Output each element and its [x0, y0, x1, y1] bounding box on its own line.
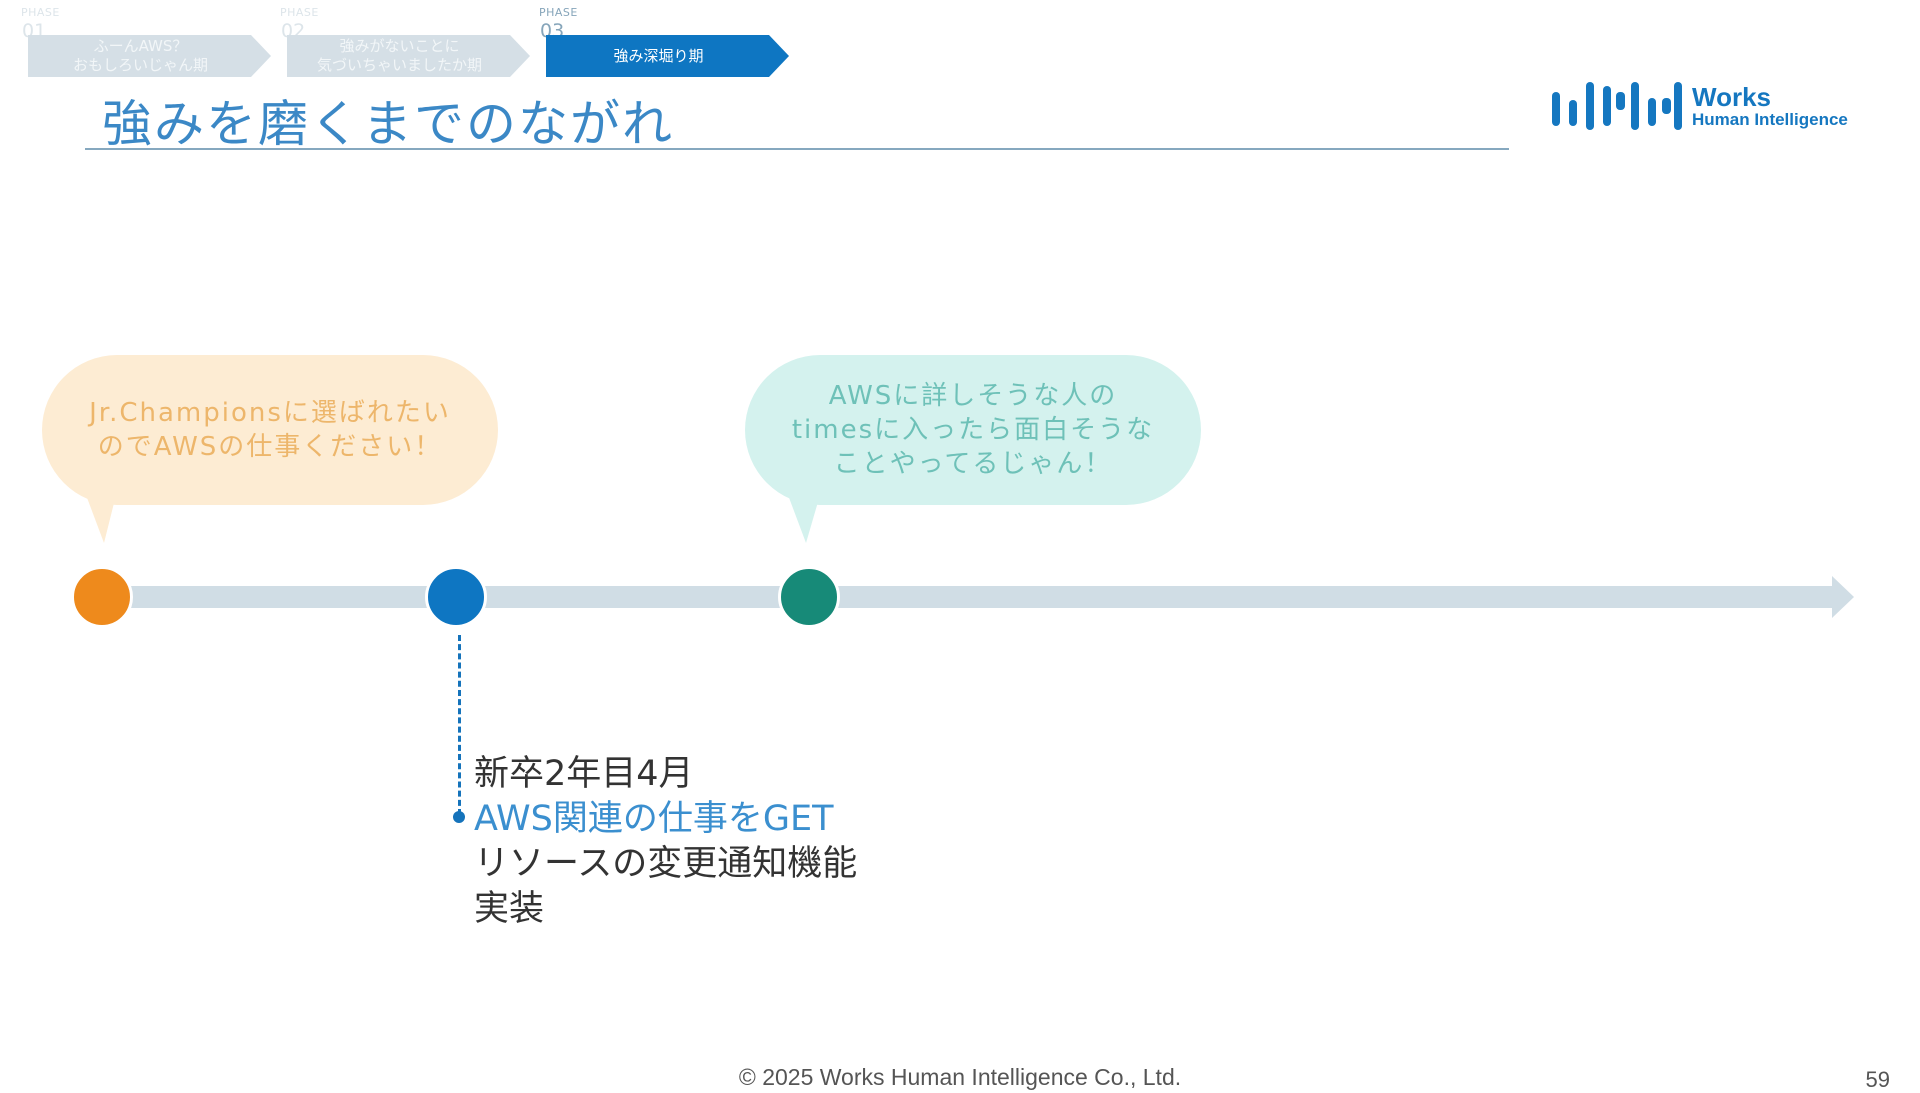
- timeline-arrowhead: [1832, 576, 1854, 618]
- phase-text-line2: 気づいちゃいましたか期: [316, 56, 482, 74]
- event-highlight: AWS関連の仕事をGET: [474, 799, 834, 839]
- phase-label: PHASE: [21, 6, 60, 19]
- logo-wordmark: Works: [1692, 82, 1771, 112]
- bubble-line: ことやってるじゃん！: [833, 449, 1113, 479]
- phase-chevron: ふーんAWS？ おもしろいじゃん期: [28, 35, 271, 77]
- phase-text-line1: 強みがないことに: [339, 37, 460, 55]
- phase-label: PHASE: [539, 6, 578, 19]
- page-number: 59: [1865, 1067, 1890, 1092]
- phase-text-line2: おもしろいじゃん期: [72, 56, 208, 74]
- event-detail-line: 実装: [474, 889, 545, 929]
- timeline-node-3: [778, 566, 840, 628]
- event-description: 新卒2年目4月 AWS関連の仕事をGET リソースの変更通知機能 実装: [474, 752, 857, 932]
- company-logo: Works Human Intelligence: [1552, 82, 1868, 134]
- bubble-line: AWSに詳しそうな人の: [828, 381, 1118, 411]
- event-date: 新卒2年目4月: [474, 754, 694, 794]
- bubble-line: のでAWSの仕事ください！: [97, 432, 443, 462]
- speech-bubble-1: Jr.Championsに選ばれたい のでAWSの仕事ください！: [42, 355, 498, 505]
- bubble-tail-1: [86, 495, 116, 543]
- bubble-line: Jr.Championsに選ばれたい: [89, 398, 451, 428]
- logo-bars-icon: [1552, 82, 1682, 130]
- phase-chevron: 強みがないことに 気づいちゃいましたか期: [287, 35, 530, 77]
- timeline-node-2: [425, 566, 487, 628]
- phase-label: PHASE: [280, 6, 319, 19]
- timeline-node-1: [71, 566, 133, 628]
- page-title: 強みを磨くまでのながれ: [102, 95, 674, 153]
- event-connector: [458, 635, 461, 815]
- phase-text-line1: ふーんAWS？: [93, 37, 188, 55]
- event-detail-line: リソースの変更通知機能: [474, 844, 858, 884]
- speech-bubble-2: AWSに詳しそうな人の timesに入ったら面白そうな ことやってるじゃん！: [745, 355, 1201, 505]
- timeline-bar: [115, 586, 1839, 608]
- phase-text-line1: 強み深堀り期: [613, 46, 704, 65]
- bubble-tail-2: [788, 495, 820, 543]
- logo-subtitle: Human Intelligence: [1692, 110, 1848, 129]
- copyright-footer: © 2025 Works Human Intelligence Co., Ltd…: [738, 1064, 1182, 1090]
- event-connector-dot: [453, 811, 465, 823]
- title-underline: [85, 148, 1509, 150]
- phase-chevron: 強み深堀り期: [546, 35, 789, 77]
- bubble-line: timesに入ったら面白そうな: [791, 415, 1155, 445]
